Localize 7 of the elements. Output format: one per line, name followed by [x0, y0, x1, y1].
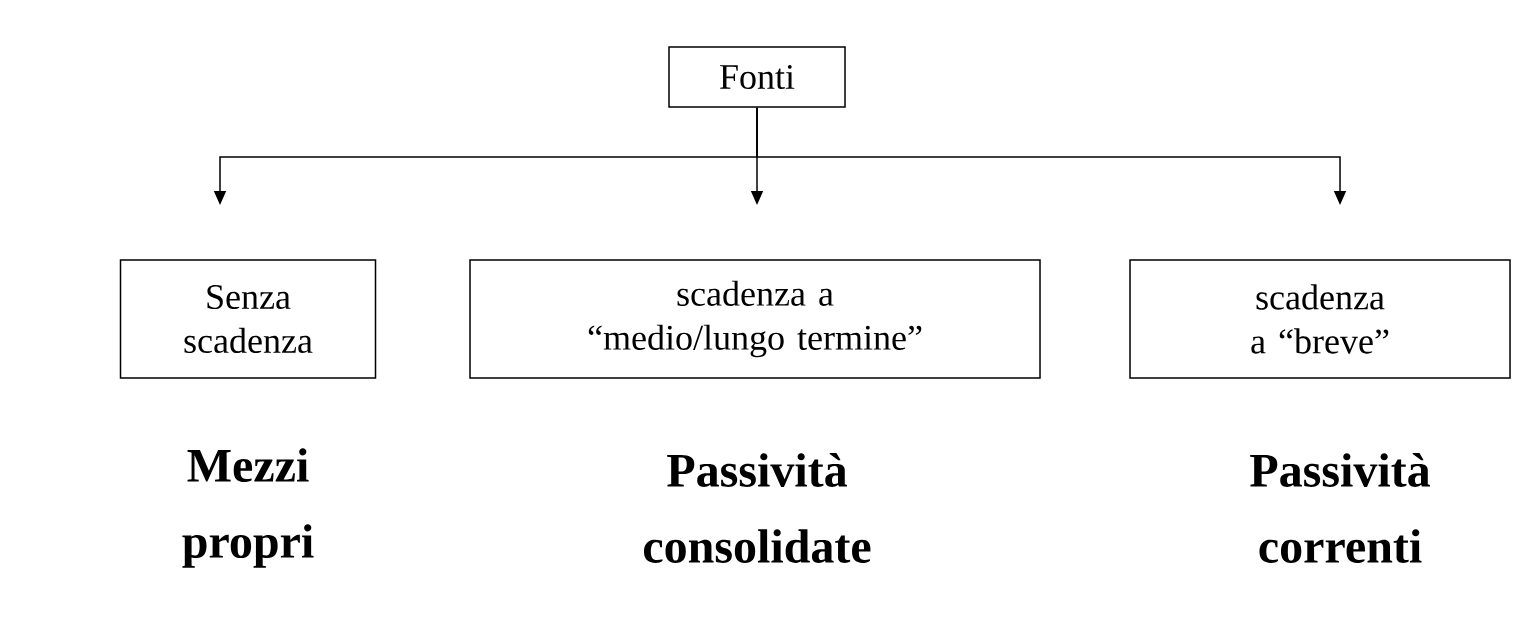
term-label: Passività consolidate [644, 453, 871, 563]
text-box: Fonti [668, 46, 846, 108]
text-box: scadenza a “medio/lungo termine” [469, 259, 1041, 379]
text-box: scadenza a “breve” [1129, 259, 1511, 379]
term-label: Passività correnti [1250, 453, 1430, 563]
text-box: Senza scadenza [119, 259, 377, 379]
term-label: Mezzi propri [182, 448, 314, 568]
